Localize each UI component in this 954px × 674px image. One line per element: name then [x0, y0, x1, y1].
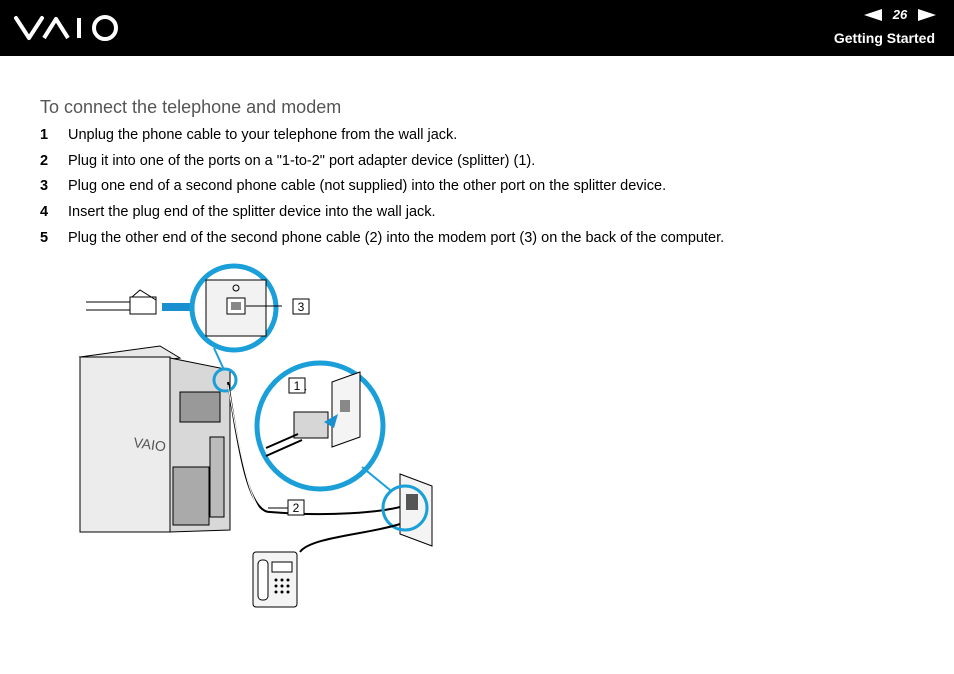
step-item: 5 Plug the other end of the second phone … — [40, 230, 724, 256]
connection-illustration: 3 VAIO 1 — [70, 262, 450, 617]
step-text: Plug it into one of the ports on a "1-to… — [68, 152, 536, 169]
callout-1: 1 — [288, 377, 306, 394]
step-number: 1 — [40, 127, 49, 143]
page-title: To connect the telephone and modem — [40, 97, 342, 117]
callout-2: 2 — [287, 499, 305, 516]
vaio-logo — [14, 12, 122, 49]
svg-text:2: 2 — [293, 501, 300, 515]
step-list: 1 Unplug the phone cable to your telephon… — [40, 127, 724, 255]
step-number: 2 — [40, 152, 49, 169]
svg-text:1: 1 — [294, 379, 301, 393]
step-item: 2 Plug it into one of the ports on a "1-t… — [40, 153, 724, 179]
step-text: Insert the plug end of the splitter devi… — [68, 204, 436, 221]
header-bar: 26 Getting Started — [0, 0, 954, 56]
step-item: 3 Plug one end of a second phone cable (n… — [40, 178, 724, 204]
step-number: 4 — [40, 204, 49, 221]
step-item: 1 Unplug the phone cable to your telephon… — [40, 127, 724, 153]
svg-text:3: 3 — [298, 300, 305, 314]
page-number: 26 — [892, 7, 908, 22]
next-page-arrow-icon[interactable] — [918, 8, 936, 21]
step-number: 3 — [40, 178, 49, 195]
step-text: Plug one end of a second phone cable (no… — [68, 178, 667, 195]
step-number: 5 — [40, 229, 49, 246]
phone-cable-plug-icon — [86, 289, 157, 315]
desktop-computer-icon: VAIO — [78, 345, 231, 533]
step-text: Plug the other end of the second phone c… — [68, 229, 725, 246]
wall-jack-icon — [381, 473, 433, 547]
page-navigation: 26 — [864, 7, 936, 22]
step-item: 4 Insert the plug end of the splitter dev… — [40, 204, 724, 230]
section-title: Getting Started — [833, 30, 935, 46]
telephone-icon — [252, 551, 298, 608]
modem-port-detail — [189, 263, 282, 353]
callout-3: 3 — [292, 298, 310, 315]
svg-text:VAIO: VAIO — [133, 434, 167, 454]
previous-page-arrow-icon[interactable] — [864, 8, 882, 21]
step-text: Unplug the phone cable to your telephone… — [68, 127, 458, 143]
splitter-detail — [254, 360, 386, 492]
